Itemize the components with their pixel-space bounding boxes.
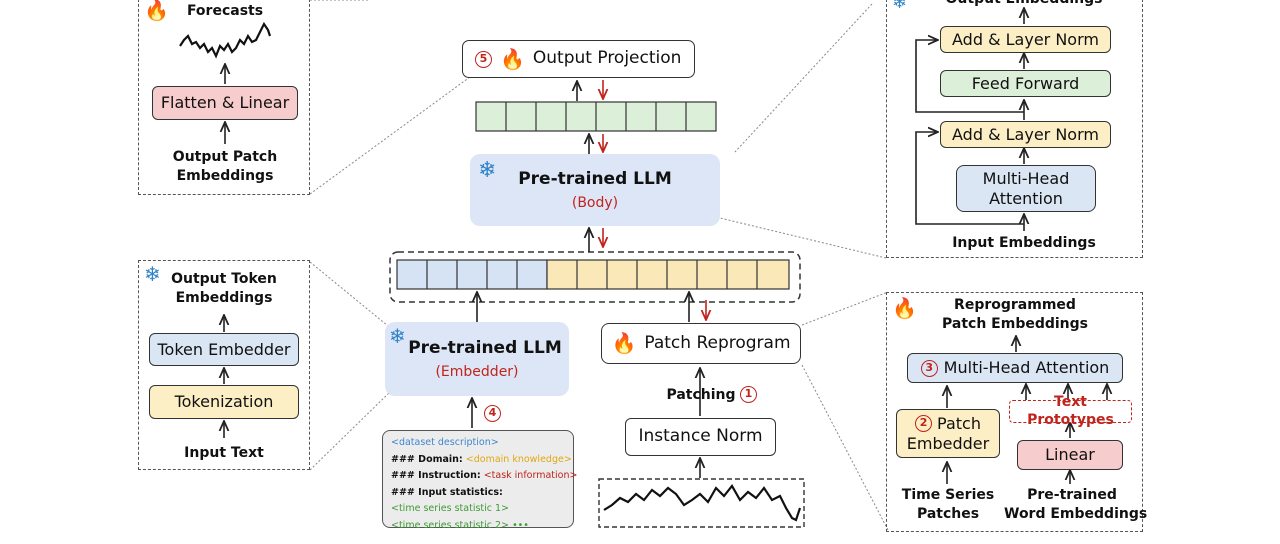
input-series-frame bbox=[598, 478, 805, 528]
patch-reprogram-box: 🔥 Patch Reprogram bbox=[601, 323, 801, 364]
patch-embedder-box: 2 Patch Embedder bbox=[896, 409, 1000, 458]
main-flow-arrows bbox=[472, 81, 700, 478]
patching-label: Patching bbox=[666, 387, 736, 403]
instance-norm-box: Instance Norm bbox=[625, 418, 776, 456]
reprogram-mha-box: 3 Multi-Head Attention bbox=[907, 353, 1123, 383]
snowflake-icon: ❄ bbox=[478, 158, 497, 183]
transformer-panel bbox=[886, 0, 1143, 258]
flame-icon: 🔥 bbox=[144, 0, 169, 22]
time-series-patches-label: Time Series Patches bbox=[901, 487, 995, 522]
embedder-panel bbox=[138, 260, 310, 470]
flame-icon: 🔥 bbox=[892, 296, 917, 320]
prompt-dataset-description: <dataset description> bbox=[391, 437, 499, 448]
flatten-linear-box: Flatten & Linear bbox=[152, 86, 298, 120]
pretrained-word-embeddings-label: Pre-trained Word Embeddings bbox=[1004, 487, 1148, 522]
output-projection-box: 5 🔥 Output Projection bbox=[462, 40, 695, 78]
prompt-template-box: <dataset description> ### Domain: <domai… bbox=[382, 430, 578, 531]
llm-embedder-title: Pre-trained LLM bbox=[408, 338, 562, 358]
snowflake-icon: ❄ bbox=[389, 324, 406, 348]
output-token-strip bbox=[475, 101, 717, 132]
llm-body-block: Pre-trained LLM (Body) bbox=[470, 154, 720, 226]
llm-embedder-subtitle: (Embedder) bbox=[435, 364, 519, 380]
token-embedder-box: Token Embedder bbox=[149, 333, 299, 366]
linear-box: Linear bbox=[1017, 440, 1123, 470]
llm-embedder-block: Pre-trained LLM (Embedder) bbox=[385, 322, 569, 396]
output-embeddings-label: Output Embeddings bbox=[934, 0, 1114, 9]
multi-head-attention-box: Multi-Head Attention bbox=[956, 165, 1096, 212]
prompt-instruction-line: ### Instruction: <task information> bbox=[391, 470, 578, 481]
add-norm-bottom-box: Add & Layer Norm bbox=[940, 121, 1111, 148]
flame-icon: 🔥 bbox=[500, 46, 525, 71]
reprogrammed-patch-embeddings-label: Reprogrammed Patch Embeddings bbox=[942, 297, 1088, 332]
flame-icon: 🔥 bbox=[611, 331, 637, 355]
prompt-stat-1: <time series statistic 1> bbox=[391, 503, 510, 514]
prompt-domain-line: ### Domain: <domain knowledge> bbox=[391, 453, 572, 465]
forecast-panel bbox=[138, 0, 310, 195]
feed-forward-box: Feed Forward bbox=[940, 70, 1111, 97]
step-3-marker: 3 bbox=[920, 359, 938, 377]
patch-reprogram-label: Patch Reprogram bbox=[644, 332, 791, 353]
snowflake-icon: ❄ bbox=[892, 0, 908, 13]
reprogram-panel-arrows bbox=[947, 336, 1107, 484]
prompt-stats-heading: ### Input statistics: bbox=[391, 486, 503, 498]
output-projection-label: Output Projection bbox=[532, 48, 682, 69]
reprogram-panel bbox=[886, 292, 1143, 532]
input-series-curve bbox=[603, 484, 802, 522]
add-norm-top-box: Add & Layer Norm bbox=[940, 26, 1111, 53]
step-1-marker: 1 bbox=[740, 386, 757, 403]
tokenization-box: Tokenization bbox=[149, 385, 299, 419]
input-text-label: Input Text bbox=[184, 445, 264, 461]
forecast-curve bbox=[179, 21, 272, 59]
step-4-marker: 4 bbox=[484, 405, 501, 422]
transformer-panel-arrows bbox=[915, 8, 1024, 231]
forecasts-label: Forecasts bbox=[186, 3, 264, 19]
input-token-container bbox=[389, 251, 801, 303]
llm-body-subtitle: (Body) bbox=[571, 195, 619, 211]
output-token-embeddings-label: Output Token Embeddings bbox=[171, 271, 277, 306]
zoom-connector-lines bbox=[309, 0, 889, 531]
step-2-marker: 2 bbox=[915, 415, 933, 432]
output-patch-embeddings-label: Output Patch Embeddings bbox=[172, 149, 278, 184]
llm-body-title: Pre-trained LLM bbox=[518, 169, 672, 189]
prompt-stat-2-line: <time series statistic 2> ••• bbox=[391, 519, 529, 531]
input-token-strip bbox=[396, 259, 790, 290]
gradient-arrows bbox=[603, 80, 706, 320]
text-prototypes-box: Text Prototypes bbox=[1009, 394, 1132, 428]
patch-embedder-line1: 2 Patch bbox=[915, 414, 981, 434]
step-5-marker: 5 bbox=[475, 50, 492, 68]
snowflake-icon: ❄ bbox=[144, 262, 161, 286]
input-embeddings-label: Input Embeddings bbox=[952, 235, 1096, 251]
